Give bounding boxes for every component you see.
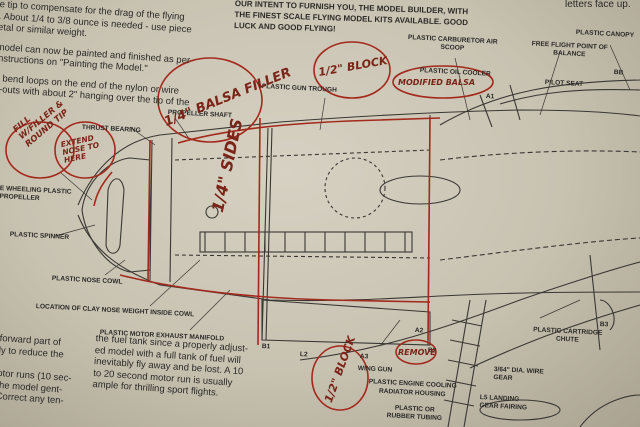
landing-gear-strut: [447, 299, 487, 427]
red-circle-modified: [392, 65, 494, 99]
handwritten-remove: REMOVE: [398, 348, 436, 357]
motor-circle: [324, 157, 386, 219]
exhaust-oval: [379, 175, 461, 205]
left-paragraph: e tip to compensate for the drag of the …: [0, 0, 196, 108]
red-circle-remove: [395, 339, 437, 365]
label-a2: A2: [414, 327, 424, 335]
fuselage-bottom-line: [77, 214, 640, 302]
label-a1: A1: [485, 93, 495, 101]
bottom-mid-paragraph: the fuel tank since a properly adjust- e…: [92, 333, 248, 400]
wing-edge: [299, 261, 640, 361]
label-landing-gear: L5 LANDING GEAR FAIRING: [479, 394, 528, 412]
red-circle-balsa: [157, 57, 263, 143]
bottom-left-paragraph: forward part of ly to reduce the otor ru…: [0, 333, 74, 407]
lower-panel: [261, 299, 431, 346]
red-circle-halfblock: [313, 41, 391, 99]
label-l2: L2: [299, 351, 308, 359]
label-b3: B3: [599, 321, 609, 329]
red-bottom-line: [119, 274, 431, 303]
spinner-shape: [81, 157, 151, 273]
red-circle-nose: [54, 121, 116, 179]
label-a3: A3: [359, 353, 369, 361]
handwritten-modified-balsa: MODIFIED BALSA: [398, 78, 476, 87]
label-wire-gear: 3/64" DIA. WIRE GEAR: [493, 366, 544, 383]
label-rubber-tubing: PLASTIC OR RUBBER TUBING: [386, 404, 443, 423]
canopy-line: [439, 79, 640, 126]
fuel-tank-outline: [199, 231, 413, 253]
red-former-line: [257, 117, 261, 346]
label-b1: B1: [261, 343, 271, 351]
label-bb: BB: [613, 69, 624, 77]
red-circle-halfblock-bottom: [311, 345, 369, 411]
corner-text: letters face up.: [565, 0, 631, 10]
red-top-line: [177, 117, 441, 144]
fuselage-top-line: [77, 109, 640, 206]
red-circle-filltip: [5, 121, 75, 179]
propeller-blade: [105, 178, 125, 254]
